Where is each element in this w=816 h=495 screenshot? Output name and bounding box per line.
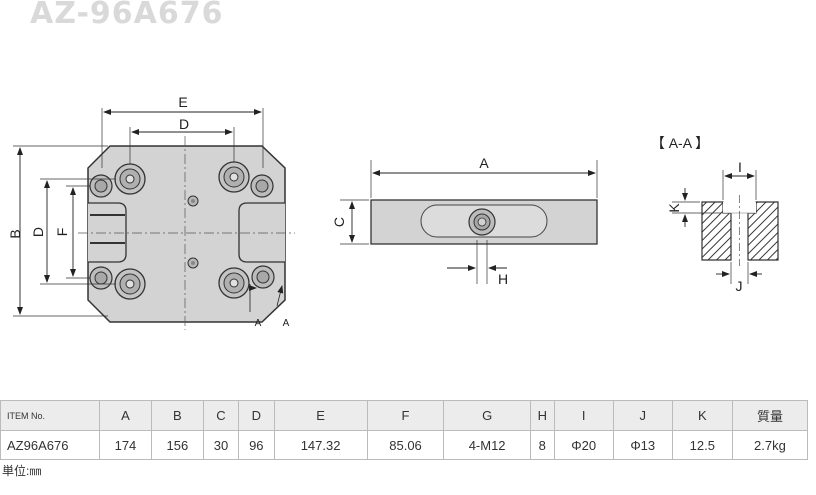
dim-h-label: H [498,271,508,287]
small-bolt-top-right [250,174,274,198]
dim-d-label: D [179,116,189,132]
table-cell: 147.32 [273,430,368,460]
small-bolt-bottom-left [89,266,113,290]
table-cell: 12.5 [671,430,733,460]
table-cell: 4-M12 [443,430,531,460]
side-bolt [468,208,496,236]
dim-d-side-label: D [30,227,46,237]
spec-table: ITEM No. A B C D E F G H I J K 質量 AZ96A6… [0,400,809,460]
col-header: F [366,400,445,431]
col-header: I [553,400,614,431]
tapped-hole-upper [187,195,199,207]
col-header: K [671,400,733,431]
dim-e-label: E [178,94,187,110]
table-cell: 156 [150,430,204,460]
dim-a-label: A [479,155,489,171]
section-view: 【 A-A 】 I K J [651,135,779,294]
top-view: E D B D F A A [7,94,295,330]
dim-j-label: J [736,278,743,294]
table-cell: 8 [529,430,555,460]
technical-drawing: E D B D F A A [7,94,779,330]
col-header: G [443,400,531,431]
section-mark-a-right: A [283,318,290,329]
section-mark-a-left: A [255,318,262,329]
dim-i-label: I [738,159,742,175]
spec-table-header: ITEM No. A B C D E F G H I J K 質量 [0,400,809,431]
table-cell: 30 [202,430,240,460]
table-cell: Φ20 [553,430,614,460]
col-header: 質量 [731,400,809,431]
small-bolt-bottom-right [251,265,275,289]
left-notch [88,202,127,263]
hole-top-right [218,161,250,193]
table-cell: 174 [99,430,152,460]
dim-c-label: C [331,217,347,227]
small-bolt-top-left [89,174,113,198]
col-header: D [238,400,275,431]
dim-b-label: B [7,229,23,238]
col-header: A [99,400,152,431]
table-cell: 85.06 [366,430,445,460]
row-item-no: AZ96A676 [0,430,100,460]
table-cell: 2.7kg [731,430,809,460]
hole-top-left [114,163,146,195]
tapped-hole-lower [187,257,199,269]
table-cell: Φ13 [612,430,673,460]
col-header: H [529,400,555,431]
table-row: AZ96A676 174 156 30 96 147.32 85.06 4-M1… [0,430,809,460]
col-header: B [150,400,204,431]
hole-bottom-right [218,267,250,299]
col-header: J [612,400,673,431]
col-header: E [273,400,368,431]
dim-f-label: F [54,228,70,237]
col-header: C [202,400,240,431]
hole-bottom-left [114,268,146,300]
dim-k-label: K [666,203,682,213]
product-title: AZ-96A676 [30,0,224,31]
side-view: A C H [331,155,598,287]
header-item-no: ITEM No. [0,400,100,431]
section-title: 【 A-A 】 [651,135,709,151]
table-cell: 96 [238,430,275,460]
unit-note: 単位:㎜ [2,464,42,478]
right-notch [238,202,285,263]
